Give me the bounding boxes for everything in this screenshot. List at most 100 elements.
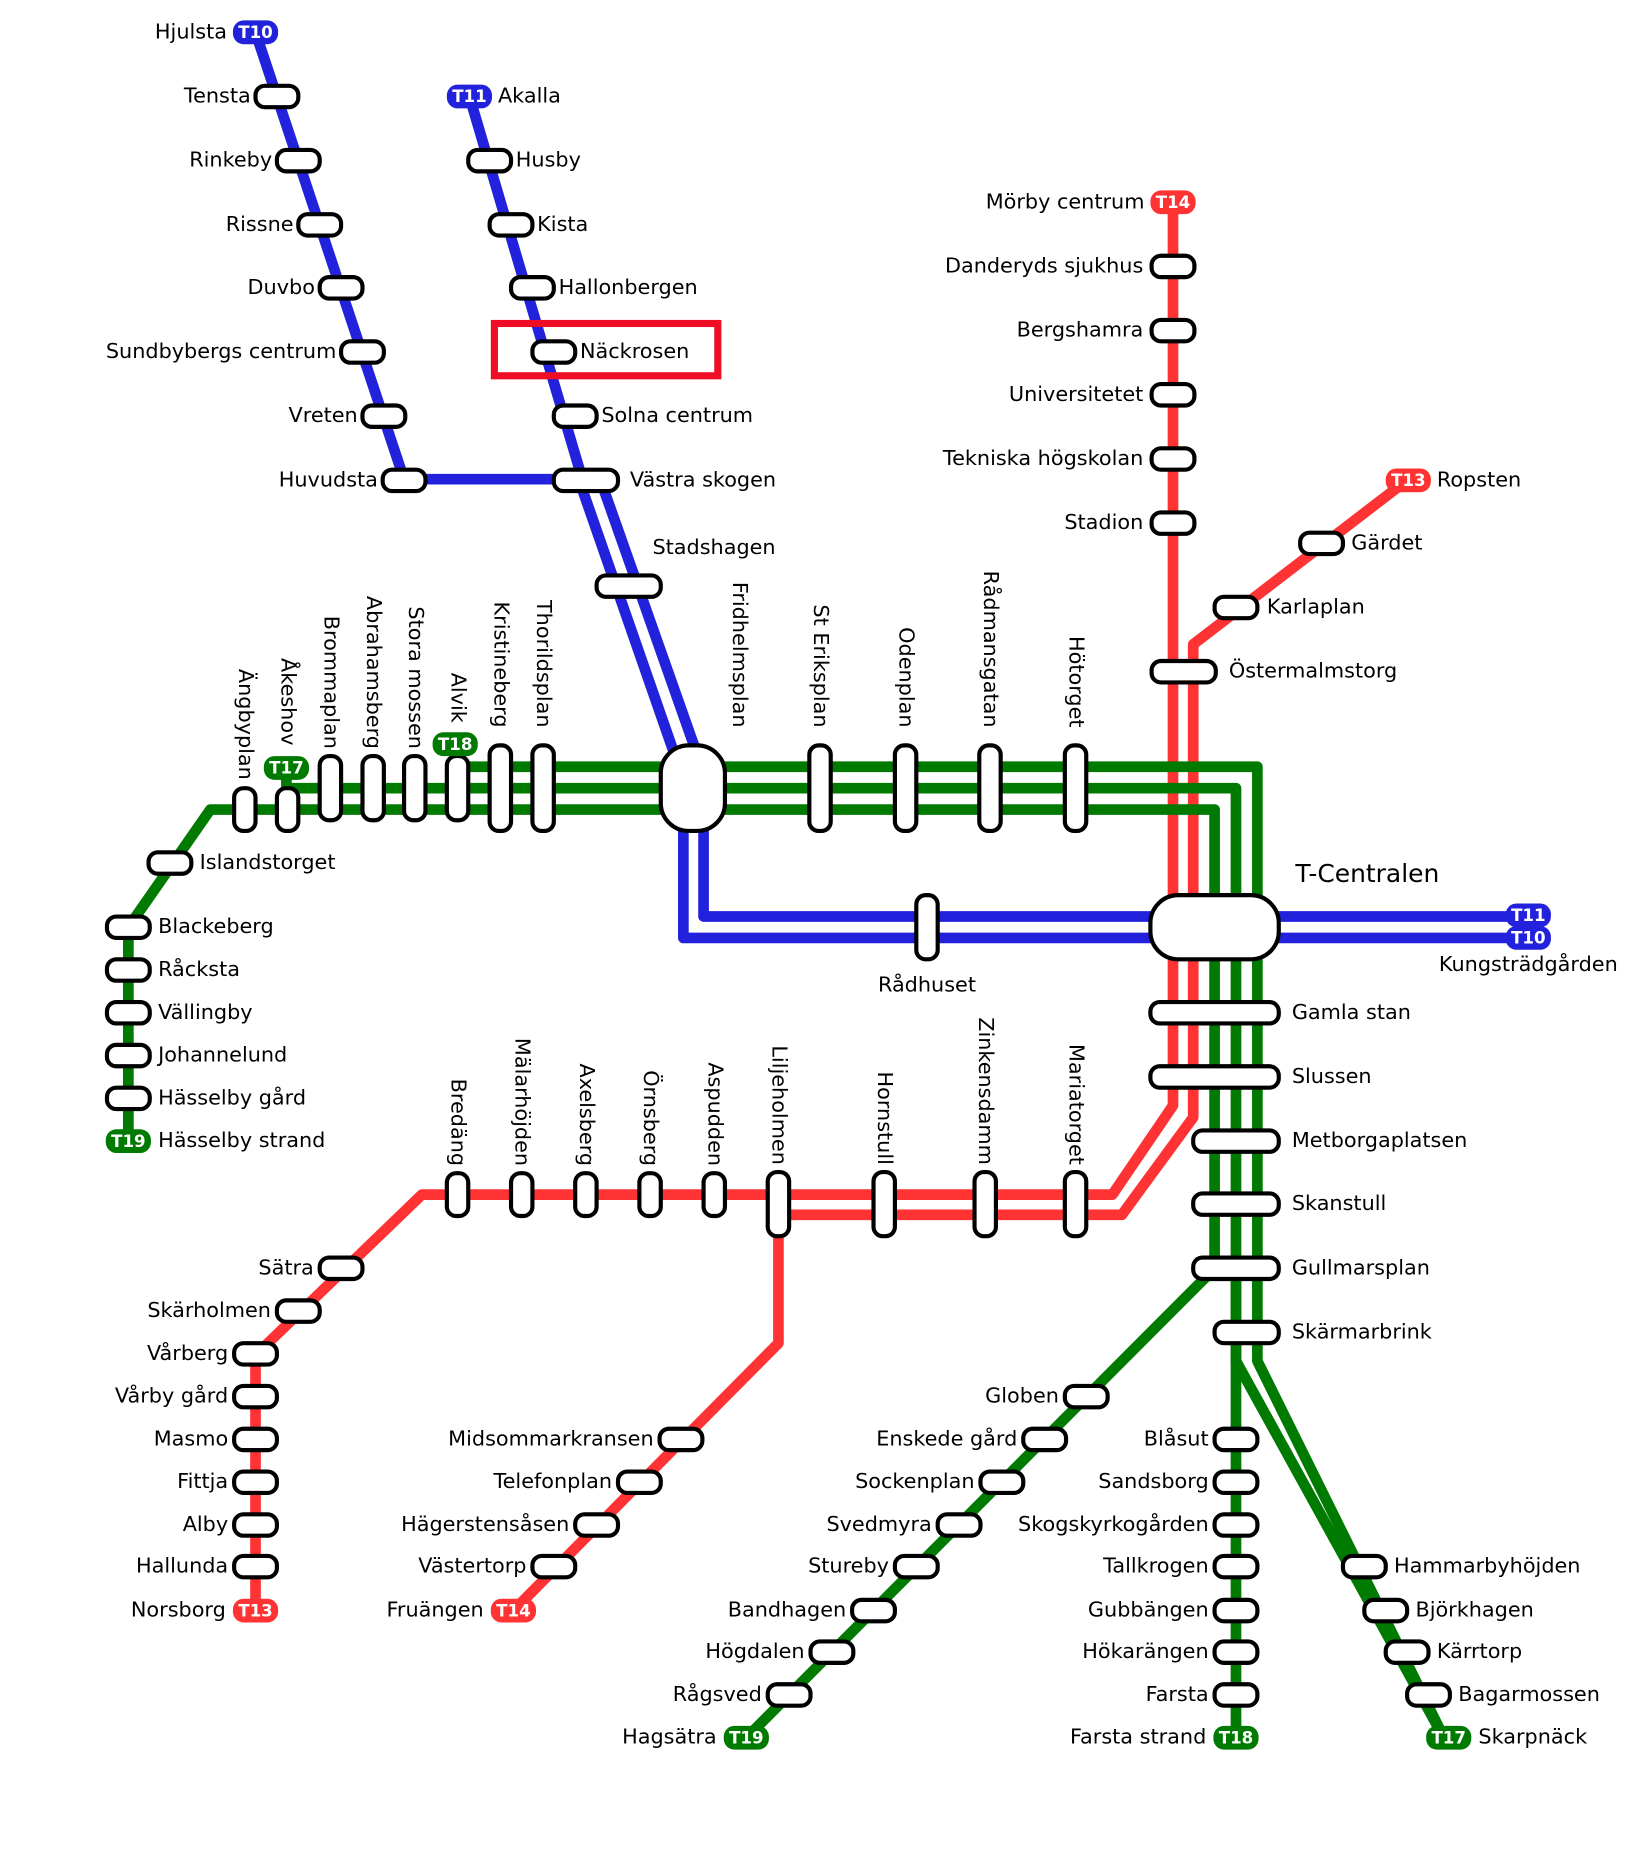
station-label-sundbybergs-centrum[interactable]: Sundbybergs centrum xyxy=(106,339,336,363)
station-marker-solna-centrum[interactable] xyxy=(551,403,599,429)
station-label-husby[interactable]: Husby xyxy=(516,148,581,172)
station-label-skarholmen[interactable]: Skärholmen xyxy=(147,1298,271,1322)
station-marker-tallkrogen[interactable] xyxy=(1212,1553,1260,1580)
station-marker-gubbangen[interactable] xyxy=(1212,1597,1260,1624)
station-marker-blasut[interactable] xyxy=(1212,1426,1260,1453)
station-label-ropsten[interactable]: Ropsten xyxy=(1437,467,1521,491)
station-marker-abrahamsberg[interactable] xyxy=(360,754,386,823)
station-marker-akeshov[interactable] xyxy=(274,786,301,834)
station-label-blackeberg[interactable]: Blackeberg xyxy=(158,914,274,938)
station-marker-liljeholmen[interactable] xyxy=(765,1169,792,1239)
station-marker-duvbo[interactable] xyxy=(317,275,365,301)
station-label-bandhagen[interactable]: Bandhagen xyxy=(728,1598,846,1622)
station-label-tensta[interactable]: Tensta xyxy=(183,83,251,107)
station-label-fruangen[interactable]: Fruängen xyxy=(386,1598,483,1622)
station-marker-globen[interactable] xyxy=(1062,1383,1110,1410)
station-marker-kista[interactable] xyxy=(487,212,535,238)
station-label-stora-mossen[interactable]: Stora mossen xyxy=(404,606,428,749)
station-label-malarhojden[interactable]: Mälarhöjden xyxy=(511,1038,535,1166)
station-marker-hogdalen[interactable] xyxy=(808,1639,856,1665)
station-marker-sandsborg[interactable] xyxy=(1212,1469,1260,1495)
station-label-skarmarbrink[interactable]: Skärmarbrink xyxy=(1292,1319,1432,1343)
station-marker-vallingby[interactable] xyxy=(104,1000,152,1026)
station-label-stadion[interactable]: Stadion xyxy=(1064,510,1143,534)
station-label-thorildsplan[interactable]: Thorildsplan xyxy=(532,599,556,728)
station-label-morby-centrum[interactable]: Mörby centrum xyxy=(986,189,1145,213)
station-label-vreten[interactable]: Vreten xyxy=(289,403,358,427)
station-label-norsborg[interactable]: Norsborg xyxy=(131,1598,226,1622)
station-marker-aspudden[interactable] xyxy=(701,1171,728,1219)
station-label-svedmyra[interactable]: Svedmyra xyxy=(826,1512,931,1536)
station-marker-husby[interactable] xyxy=(466,147,514,174)
station-label-sandsborg[interactable]: Sandsborg xyxy=(1098,1469,1208,1493)
station-label-aspudden[interactable]: Aspudden xyxy=(703,1062,727,1166)
station-marker-hokarangen[interactable] xyxy=(1212,1639,1260,1665)
station-marker-skarholmen[interactable] xyxy=(274,1298,322,1324)
station-marker-skogskyrkogarden[interactable] xyxy=(1212,1512,1260,1538)
station-marker-mariatorget[interactable] xyxy=(1062,1169,1089,1239)
station-label-rissne[interactable]: Rissne xyxy=(226,212,294,236)
station-marker-stora-mossen[interactable] xyxy=(401,754,428,823)
station-marker-rinkeby[interactable] xyxy=(274,147,322,174)
station-label-st-eriksplan[interactable]: St Eriksplan xyxy=(809,604,833,727)
station-marker-malarhojden[interactable] xyxy=(508,1171,535,1219)
station-marker-hallunda[interactable] xyxy=(232,1553,279,1580)
station-label-skanstull[interactable]: Skanstull xyxy=(1292,1191,1386,1215)
station-label-kristineberg[interactable]: Kristineberg xyxy=(489,602,513,728)
station-marker-tekniska-hogskolan[interactable] xyxy=(1149,446,1197,472)
station-label-skogskyrkogarden[interactable]: Skogskyrkogården xyxy=(1018,1511,1209,1536)
station-marker-stadion[interactable] xyxy=(1149,510,1197,536)
station-marker-odenplan[interactable] xyxy=(892,743,919,834)
station-label-danderyds-sjukhus[interactable]: Danderyds sjukhus xyxy=(945,253,1143,277)
station-marker-enskede-gard[interactable] xyxy=(1021,1426,1069,1453)
station-marker-sundbybergs-centrum[interactable] xyxy=(339,339,386,365)
station-label-hallunda[interactable]: Hallunda xyxy=(136,1554,228,1578)
station-marker-t-centralen[interactable] xyxy=(1148,893,1281,962)
station-marker-gardet[interactable] xyxy=(1298,530,1346,557)
station-label-rinkeby[interactable]: Rinkeby xyxy=(189,148,272,172)
station-label-duvbo[interactable]: Duvbo xyxy=(248,275,315,299)
station-marker-tensta[interactable] xyxy=(253,83,301,110)
station-label-bergshamra[interactable]: Bergshamra xyxy=(1017,318,1144,342)
station-label-globen[interactable]: Globen xyxy=(985,1384,1059,1408)
station-marker-hasselby-gard[interactable] xyxy=(104,1085,152,1112)
station-label-hasselby-strand[interactable]: Hässelby strand xyxy=(158,1128,325,1152)
station-label-hornstull[interactable]: Hornstull xyxy=(873,1072,897,1165)
station-label-solna-centrum[interactable]: Solna centrum xyxy=(601,403,753,427)
station-label-telefonplan[interactable]: Telefonplan xyxy=(492,1469,612,1493)
station-marker-ostermalmstorg[interactable] xyxy=(1149,658,1218,685)
station-marker-axelsberg[interactable] xyxy=(573,1171,599,1219)
station-label-zinkensdamm[interactable]: Zinkensdamm xyxy=(974,1017,998,1165)
station-label-hotorget[interactable]: Hötorget xyxy=(1065,636,1089,728)
station-marker-ragsved[interactable] xyxy=(765,1682,813,1708)
station-marker-varberg[interactable] xyxy=(232,1341,279,1367)
station-marker-bagarmossen[interactable] xyxy=(1405,1682,1452,1708)
station-label-hagsatra[interactable]: Hagsätra xyxy=(622,1725,717,1749)
station-label-hallonbergen[interactable]: Hallonbergen xyxy=(559,275,698,299)
station-label-sockenplan[interactable]: Sockenplan xyxy=(855,1469,974,1493)
station-marker-midsommarkransen[interactable] xyxy=(657,1426,705,1453)
station-label-satra[interactable]: Sätra xyxy=(258,1255,313,1279)
station-label-hogdalen[interactable]: Högdalen xyxy=(705,1639,804,1663)
station-marker-thorildsplan[interactable] xyxy=(530,743,556,834)
station-label-stadshagen[interactable]: Stadshagen xyxy=(652,535,775,559)
station-label-skarpnack[interactable]: Skarpnäck xyxy=(1478,1725,1587,1749)
station-label-enskede-gard[interactable]: Enskede gård xyxy=(876,1425,1017,1450)
station-marker-satra[interactable] xyxy=(317,1255,365,1282)
station-marker-bandhagen[interactable] xyxy=(850,1597,897,1624)
station-marker-danderyds-sjukhus[interactable] xyxy=(1149,253,1197,280)
station-marker-stureby[interactable] xyxy=(892,1553,940,1580)
station-label-universitetet[interactable]: Universitetet xyxy=(1009,382,1143,406)
station-label-ostermalmstorg[interactable]: Östermalmstorg xyxy=(1229,658,1397,683)
station-marker-stadshagen[interactable] xyxy=(594,573,663,599)
station-label-odenplan[interactable]: Odenplan xyxy=(895,627,919,727)
station-marker-metborgaplatsen[interactable] xyxy=(1191,1128,1281,1154)
station-marker-skarmarbrink[interactable] xyxy=(1212,1319,1281,1346)
station-label-varby-gard[interactable]: Vårby gård xyxy=(115,1383,228,1408)
station-marker-fittja[interactable] xyxy=(232,1469,279,1495)
station-label-huvudsta[interactable]: Huvudsta xyxy=(279,467,378,491)
station-label-johannelund[interactable]: Johannelund xyxy=(156,1043,287,1067)
station-label-masmo[interactable]: Masmo xyxy=(154,1426,228,1450)
station-label-hasselby-gard[interactable]: Hässelby gård xyxy=(158,1084,306,1109)
station-marker-bredang[interactable] xyxy=(444,1171,471,1219)
